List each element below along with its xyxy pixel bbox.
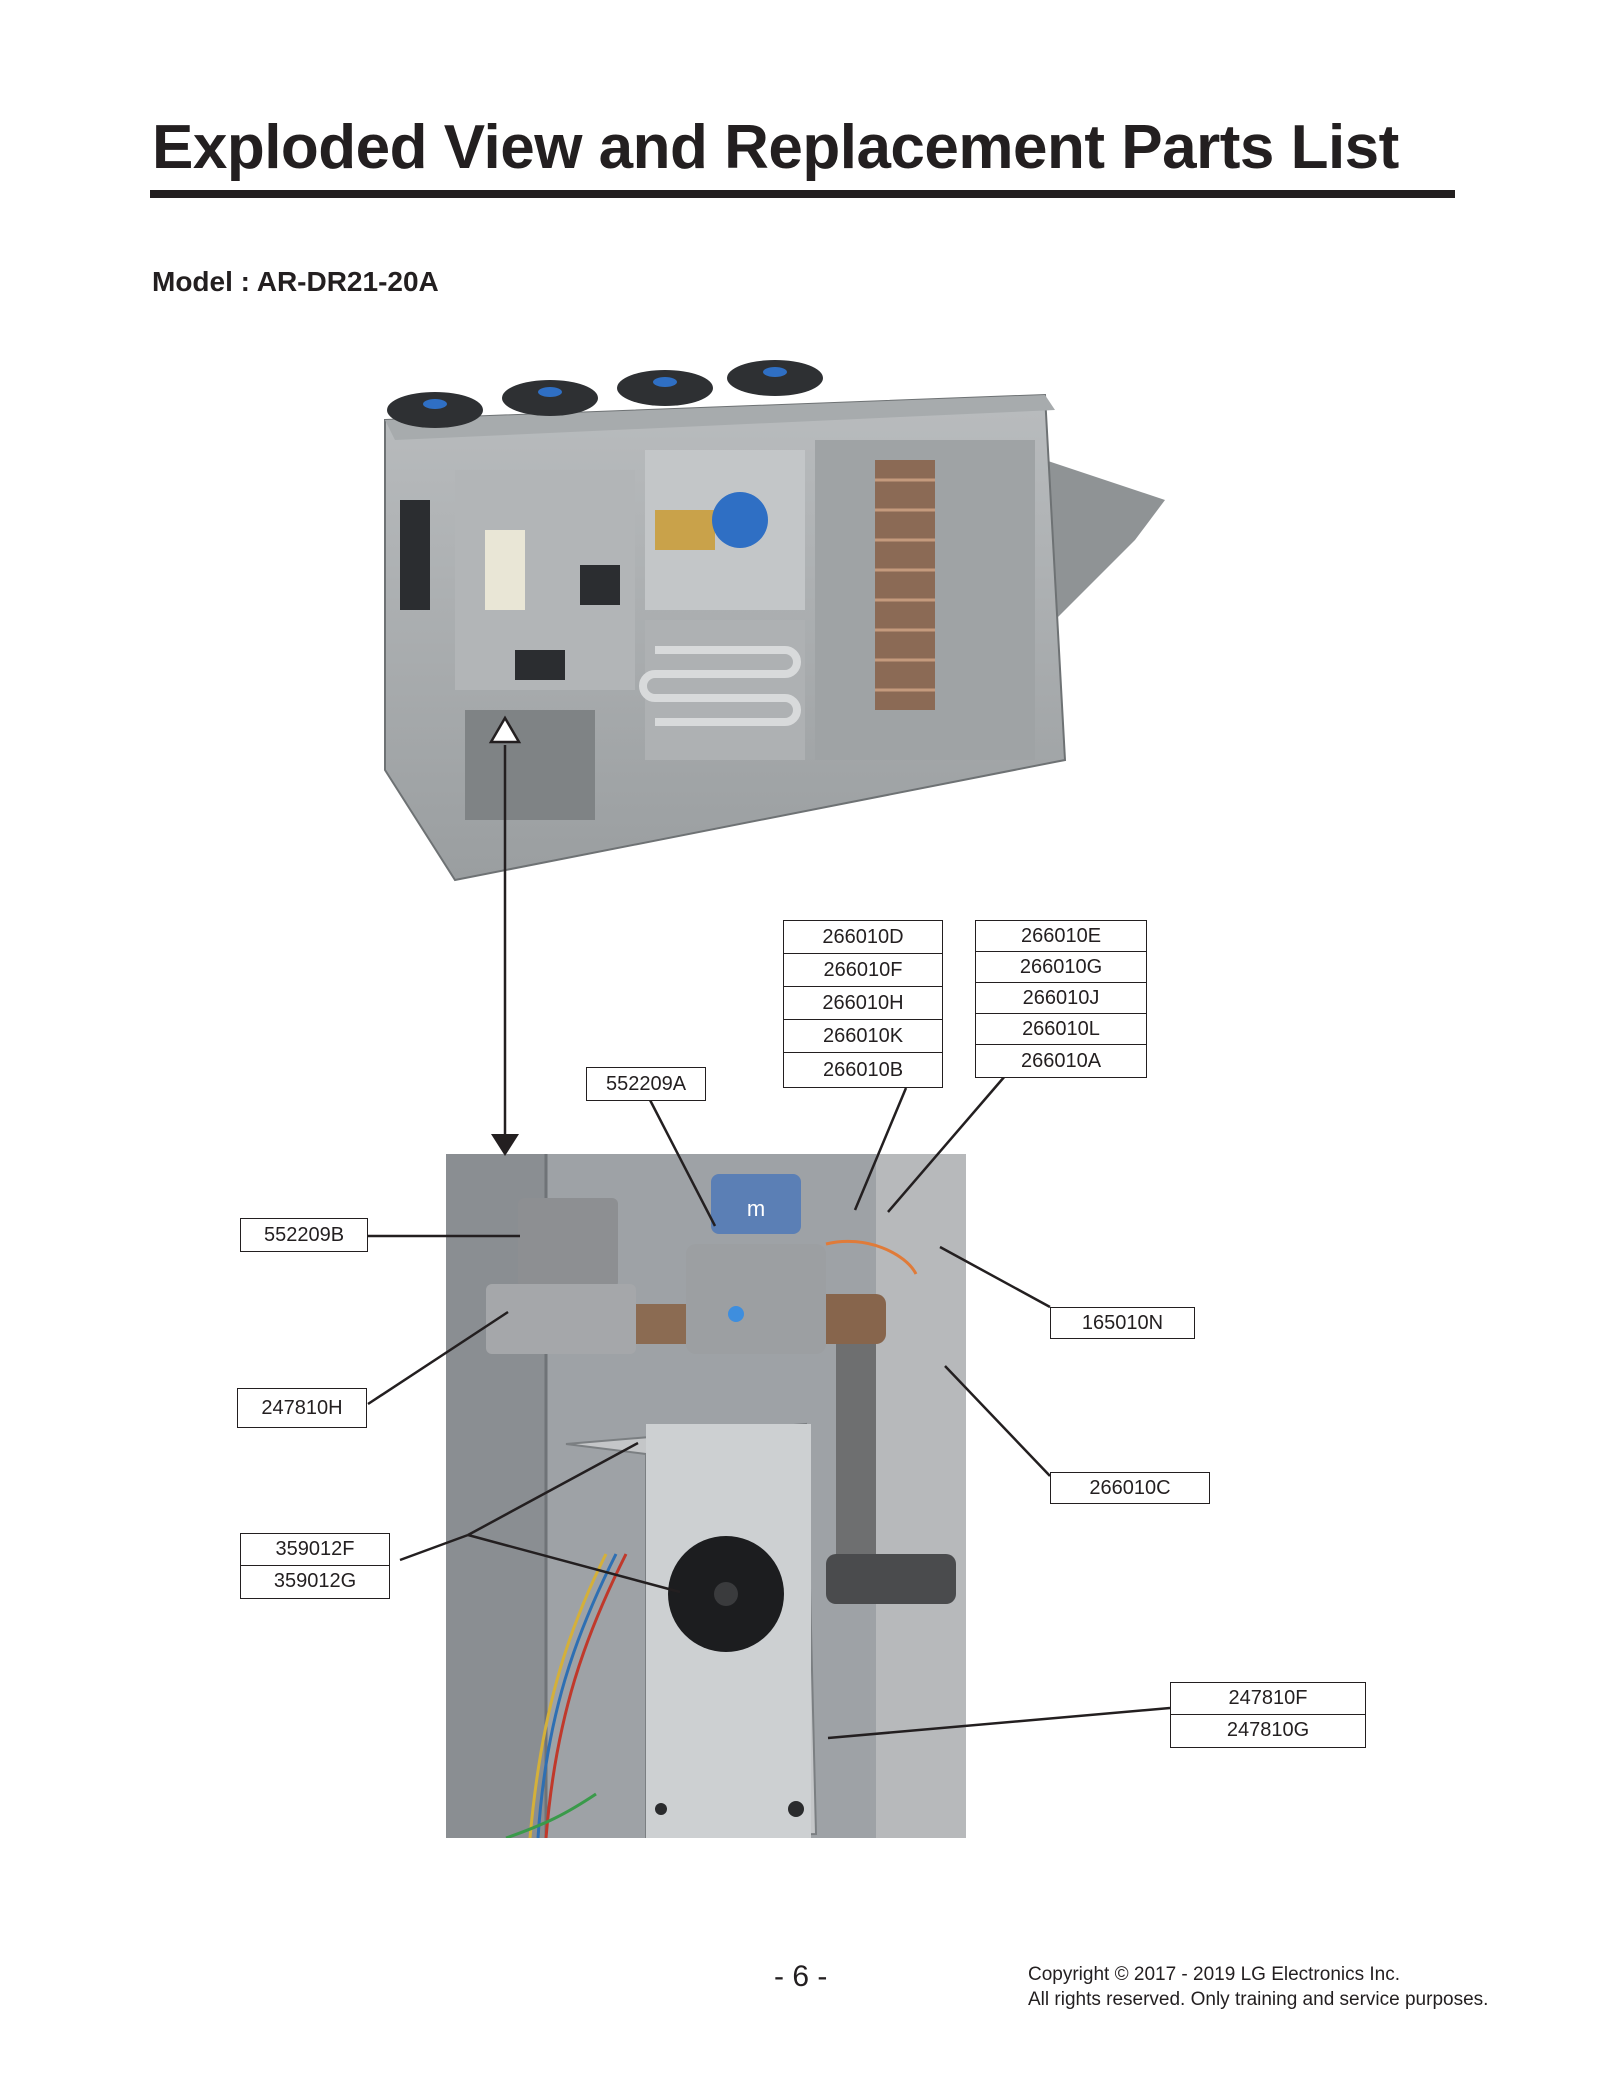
callout-switch: 266010C (1050, 1472, 1210, 1504)
callout-regulator: 552209A (586, 1067, 706, 1101)
callout-gas-valve-body: 247810H (237, 1388, 367, 1428)
svg-text:m: m (747, 1196, 765, 1221)
part-number: 266010K (784, 1020, 942, 1053)
part-number: 266010F (784, 954, 942, 987)
callout-gas-valve: 552209B (240, 1218, 368, 1252)
part-number: 359012F (241, 1534, 389, 1566)
part-number: 247810F (1171, 1683, 1365, 1715)
title-rule (150, 190, 1455, 198)
part-number: 266010H (784, 987, 942, 1020)
part-number: 247810G (1226, 1719, 1310, 1741)
callout-inducer-motor: 247810F 247810G (1170, 1682, 1366, 1748)
page-title: Exploded View and Replacement Parts List (152, 113, 1399, 182)
model-heading: Model : AR-DR21-20A (152, 266, 439, 297)
rooftop-unit-image (384, 360, 1165, 882)
part-number: 359012G (273, 1570, 357, 1592)
gas-valve-assembly-image: m (446, 1154, 966, 1838)
part-number: 266010B (822, 1058, 904, 1081)
callout-inducer-housing: 359012F 359012G (240, 1533, 390, 1599)
copyright: Copyright © 2017 - 2019 LG Electronics I… (1028, 1962, 1488, 2012)
callout-group-left: 266010D 266010F 266010H 266010K 266010B (783, 920, 943, 1088)
part-number: 266010G (976, 952, 1146, 983)
part-number: 266010A (1020, 1049, 1102, 1072)
part-number: 266010L (976, 1014, 1146, 1045)
copyright-line-2: All rights reserved. Only training and s… (1028, 1989, 1489, 2010)
part-number: 266010J (976, 983, 1146, 1014)
callout-group-right: 266010E 266010G 266010J 266010L 266010A (975, 920, 1147, 1078)
part-number: 266010E (976, 921, 1146, 952)
callout-wire: 165010N (1050, 1307, 1195, 1339)
part-number: 266010D (784, 921, 942, 954)
page-number: - 6 - (774, 1960, 828, 1993)
copyright-line-1: Copyright © 2017 - 2019 LG Electronics I… (1028, 1964, 1401, 1985)
